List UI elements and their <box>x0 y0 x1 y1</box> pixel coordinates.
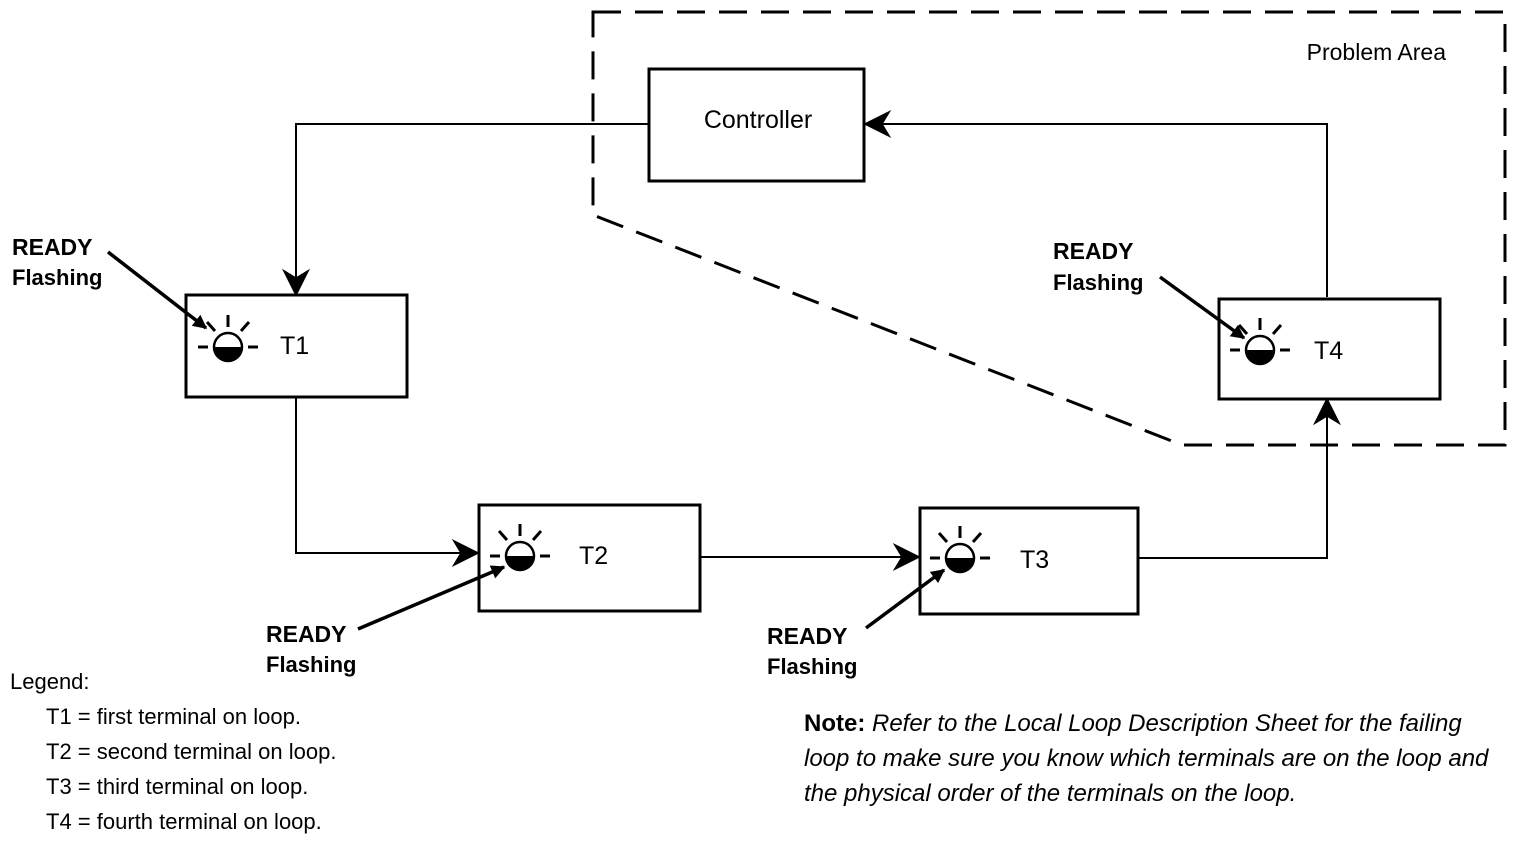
callout-arrow <box>864 568 946 630</box>
terminal-label-t4: T4 <box>1314 337 1343 365</box>
legend-item: T2 = second terminal on loop. <box>46 739 337 764</box>
ready-callout-t3: READY Flashing <box>767 568 946 679</box>
flashing-label: Flashing <box>12 265 102 290</box>
problem-area-outline <box>591 10 1507 447</box>
terminal-t3: T3 <box>918 506 1140 616</box>
terminal-label-t1: T1 <box>280 332 309 360</box>
loop-connections <box>282 110 1341 571</box>
terminal-label-t2: T2 <box>579 542 608 570</box>
terminal-t4: T4 <box>1217 297 1442 401</box>
ready-light-icon <box>1230 318 1290 366</box>
ready-label: READY <box>12 234 93 260</box>
ready-label: READY <box>1053 238 1134 264</box>
callout-arrow <box>357 565 506 631</box>
legend: Legend: T1 = first terminal on loop. T2 … <box>10 664 336 839</box>
ready-light-icon <box>198 315 258 363</box>
controller-box: Controller <box>647 67 866 183</box>
legend-title: Legend: <box>10 669 90 694</box>
ready-label: READY <box>266 621 347 647</box>
note-text: Refer to the Local Loop Description Shee… <box>804 710 1489 807</box>
controller-label: Controller <box>704 106 812 134</box>
line-t4-to-controller <box>863 110 1328 297</box>
line-controller-to-t1 <box>282 123 649 297</box>
ready-label: READY <box>767 623 848 649</box>
callout-arrow <box>106 250 208 330</box>
ready-callout-t1: READY Flashing <box>12 234 208 330</box>
flashing-label: Flashing <box>1053 270 1143 295</box>
legend-item: T3 = third terminal on loop. <box>46 774 309 799</box>
terminal-t1: T1 <box>184 293 409 399</box>
legend-item: T1 = first terminal on loop. <box>46 704 301 729</box>
callout-arrow <box>1158 275 1246 340</box>
ready-light-icon <box>490 524 550 572</box>
ready-light-icon <box>930 526 990 574</box>
terminal-t2: T2 <box>477 503 702 613</box>
note: Note: Refer to the Local Loop Descriptio… <box>804 706 1504 811</box>
line-t1-to-t2 <box>295 397 480 567</box>
flashing-label: Flashing <box>767 654 857 679</box>
ready-callout-t2: READY Flashing <box>266 565 506 677</box>
line-t3-to-t4 <box>1138 397 1341 559</box>
flashing-label: Flashing <box>266 652 356 677</box>
ready-callout-t4: READY Flashing <box>1053 238 1246 340</box>
problem-area-label: Problem Area <box>1307 39 1447 65</box>
terminal-label-t3: T3 <box>1020 546 1049 574</box>
note-label: Note: <box>804 710 866 737</box>
legend-item: T4 = fourth terminal on loop. <box>46 809 322 834</box>
